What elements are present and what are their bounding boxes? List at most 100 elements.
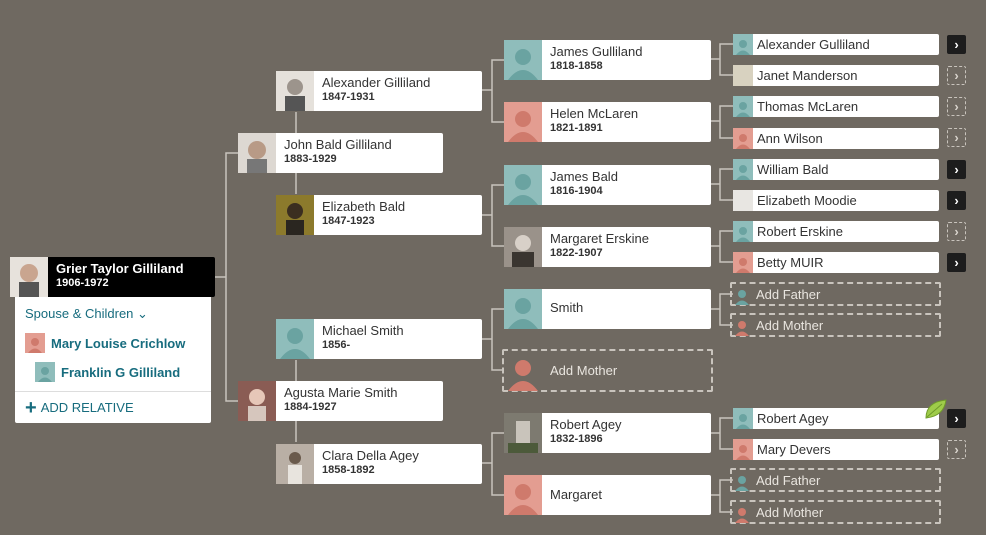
panel-divider xyxy=(15,391,211,392)
chevron-right-icon[interactable]: › xyxy=(947,409,966,428)
ancestor-name: Janet Manderson xyxy=(757,68,858,83)
male-silhouette-icon xyxy=(733,159,753,180)
male-silhouette-icon xyxy=(733,34,753,55)
chevron-right-icon[interactable]: › xyxy=(947,440,966,459)
ancestor-name: Thomas McLaren xyxy=(757,99,859,114)
ancestor-card[interactable]: Robert Agey xyxy=(733,408,939,429)
paternal-grandmother-name: Elizabeth Bald xyxy=(322,199,406,214)
spouse-children-label: Spouse & Children xyxy=(25,306,134,321)
ancestor-card[interactable]: Betty MUIR xyxy=(733,252,939,273)
chevron-down-icon: ⌄ xyxy=(137,306,148,321)
child-name: Franklin G Gilliland xyxy=(61,364,181,380)
female-silhouette-icon xyxy=(732,502,752,523)
add-mother-card[interactable]: Add Mother xyxy=(730,313,941,337)
chevron-right-icon[interactable]: › xyxy=(947,35,966,54)
ancestor-card[interactable]: Ann Wilson xyxy=(733,128,939,149)
spouse-children-toggle[interactable]: Spouse & Children ⌄ xyxy=(25,306,148,322)
chevron-right-icon[interactable]: › xyxy=(947,97,966,116)
focus-person-card[interactable]: Grier Taylor Gilliland 1906-1972 xyxy=(10,257,215,297)
male-silhouette-icon xyxy=(733,221,753,242)
great-grandparent-dates: 1821-1891 xyxy=(550,122,603,135)
add-mother-label: Add Mother xyxy=(756,504,824,520)
ancestor-photo xyxy=(733,190,753,211)
great-grandparent-name: Margaret Erskine xyxy=(550,231,649,246)
chevron-right-icon[interactable]: › xyxy=(947,128,966,147)
add-mother-card[interactable]: Add Mother xyxy=(730,500,941,524)
great-grandparent-dates: 1832-1896 xyxy=(550,433,603,446)
female-silhouette-icon xyxy=(733,439,753,460)
female-silhouette-icon xyxy=(732,315,752,336)
ancestor-card[interactable]: Mary Devers xyxy=(733,439,939,460)
ancestor-card[interactable]: Robert Erskine xyxy=(733,221,939,242)
paternal-grandfather-dates: 1847-1931 xyxy=(322,91,375,104)
ancestor-card[interactable]: Elizabeth Moodie xyxy=(733,190,939,211)
father-photo xyxy=(238,133,276,173)
ancestor-name: Elizabeth Moodie xyxy=(757,193,857,208)
add-father-card[interactable]: Add Father xyxy=(730,282,941,306)
ancestor-card[interactable]: Alexander Gulliland xyxy=(733,34,939,55)
great-grandparent-photo xyxy=(504,413,542,453)
chevron-right-icon[interactable]: › xyxy=(947,222,966,241)
paternal-grandmother-photo xyxy=(276,195,314,235)
great-grandparent-dates: 1818-1858 xyxy=(550,60,603,73)
mother-dates: 1884-1927 xyxy=(284,401,337,414)
child-row[interactable]: Franklin G Gilliland xyxy=(35,362,180,382)
spouse-row[interactable]: Mary Louise Crichlow xyxy=(25,333,185,353)
add-mother-label: Add Mother xyxy=(756,317,824,333)
male-silhouette-icon xyxy=(733,96,753,117)
add-mother-label: Add Mother xyxy=(550,363,618,378)
add-father-card[interactable]: Add Father xyxy=(730,468,941,492)
paternal-grandfather-name: Alexander Gilliland xyxy=(322,75,431,90)
maternal-grandfather-dates: 1856- xyxy=(322,339,351,352)
add-relative-button[interactable]: +ADD RELATIVE xyxy=(25,396,134,419)
add-father-label: Add Father xyxy=(756,286,821,302)
maternal-grandfather-name: Michael Smith xyxy=(322,323,404,338)
chevron-right-icon[interactable]: › xyxy=(947,191,966,210)
male-silhouette-icon xyxy=(504,289,542,329)
add-father-label: Add Father xyxy=(756,472,821,488)
maternal-grandmother-dates: 1858-1892 xyxy=(322,464,375,477)
great-grandparent-name: Margaret xyxy=(550,487,603,502)
maternal-grandmother-photo xyxy=(276,444,314,484)
mother-name: Agusta Marie Smith xyxy=(284,385,398,400)
great-grandparent-name: James Bald xyxy=(550,169,618,184)
chevron-right-icon[interactable]: › xyxy=(947,160,966,179)
ancestor-card[interactable]: Thomas McLaren xyxy=(733,96,939,117)
great-grandparent-photo xyxy=(504,227,542,267)
ancestor-photo xyxy=(733,65,753,86)
ancestor-name: Betty MUIR xyxy=(757,255,824,270)
great-grandparent-card[interactable]: Margaret xyxy=(504,475,711,515)
chevron-right-icon[interactable]: › xyxy=(947,66,966,85)
leaf-hint-icon[interactable] xyxy=(924,398,948,420)
great-grandparent-dates: 1816-1904 xyxy=(550,185,603,198)
chevron-right-icon[interactable]: › xyxy=(947,253,966,272)
ancestor-card[interactable]: William Bald xyxy=(733,159,939,180)
ancestor-name: Robert Erskine xyxy=(757,224,843,239)
great-grandparent-name: Helen McLaren xyxy=(550,106,639,121)
male-silhouette-icon xyxy=(504,40,542,80)
great-grandparent-card[interactable]: Smith xyxy=(504,289,711,329)
paternal-grandmother-dates: 1847-1923 xyxy=(322,215,375,228)
female-silhouette-icon xyxy=(25,333,45,353)
maternal-grandmother-name: Clara Della Agey xyxy=(322,448,419,463)
male-silhouette-icon xyxy=(35,362,55,382)
ancestor-name: Mary Devers xyxy=(757,442,831,457)
ancestor-card[interactable]: Janet Manderson xyxy=(733,65,939,86)
mother-photo xyxy=(238,381,276,421)
add-mother-card[interactable]: Add Mother xyxy=(502,349,713,392)
female-silhouette-icon xyxy=(733,252,753,273)
plus-icon: + xyxy=(25,396,37,419)
female-silhouette-icon xyxy=(504,475,542,515)
